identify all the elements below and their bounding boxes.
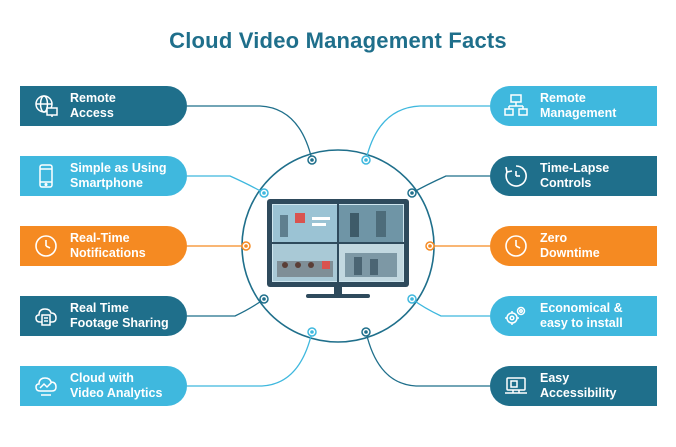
fact-line2: Controls — [540, 176, 592, 190]
timer-icon — [502, 162, 530, 190]
cloud-share-icon — [32, 302, 60, 330]
fact-line1: Cloud with — [70, 371, 134, 385]
gears-icon — [502, 302, 530, 330]
fact-line1: Remote — [540, 91, 586, 105]
network-management-icon — [502, 92, 530, 120]
fact-line2: Smartphone — [70, 176, 143, 190]
cloud-analytics-icon — [32, 372, 60, 400]
fact-line1: Economical & — [540, 301, 623, 315]
camera-feed-3 — [273, 244, 337, 281]
globe-monitor-icon — [32, 92, 60, 120]
fact-line2: Downtime — [540, 246, 600, 260]
connector-right-1 — [365, 105, 490, 161]
smartphone-icon — [32, 162, 60, 190]
clock-icon — [502, 232, 530, 260]
fact-line2: Footage Sharing — [70, 316, 169, 330]
fact-line2: Accessibility — [540, 386, 617, 400]
fact-line1: Easy — [540, 371, 570, 385]
camera-feed-4 — [339, 244, 403, 281]
connector-right-5 — [365, 331, 490, 387]
fact-line2: Notifications — [70, 246, 146, 260]
laptop-icon — [502, 372, 530, 400]
fact-line2: Access — [70, 106, 114, 120]
fact-line2: Management — [540, 106, 617, 120]
fact-line1: Simple as Using — [70, 161, 167, 175]
fact-line1: Time-Lapse — [540, 161, 610, 175]
monitor-illustration — [267, 199, 409, 298]
fact-line1: Real-Time — [70, 231, 130, 245]
camera-feed-1 — [273, 205, 337, 242]
fact-line2: Video Analytics — [70, 386, 163, 400]
fact-line1: Real Time — [70, 301, 129, 315]
fact-line1: Zero — [540, 231, 568, 245]
fact-economical-easy-install: Economical &easy to install — [490, 296, 657, 336]
clock-icon — [32, 232, 60, 260]
camera-feed-2 — [339, 205, 403, 242]
connector-nodes — [241, 155, 435, 337]
fact-line1: Remote — [70, 91, 116, 105]
connector-left-1 — [187, 105, 313, 161]
fact-line2: easy to install — [540, 316, 623, 330]
connector-left-5 — [187, 331, 313, 387]
page-title: Cloud Video Management Facts — [169, 28, 507, 53]
